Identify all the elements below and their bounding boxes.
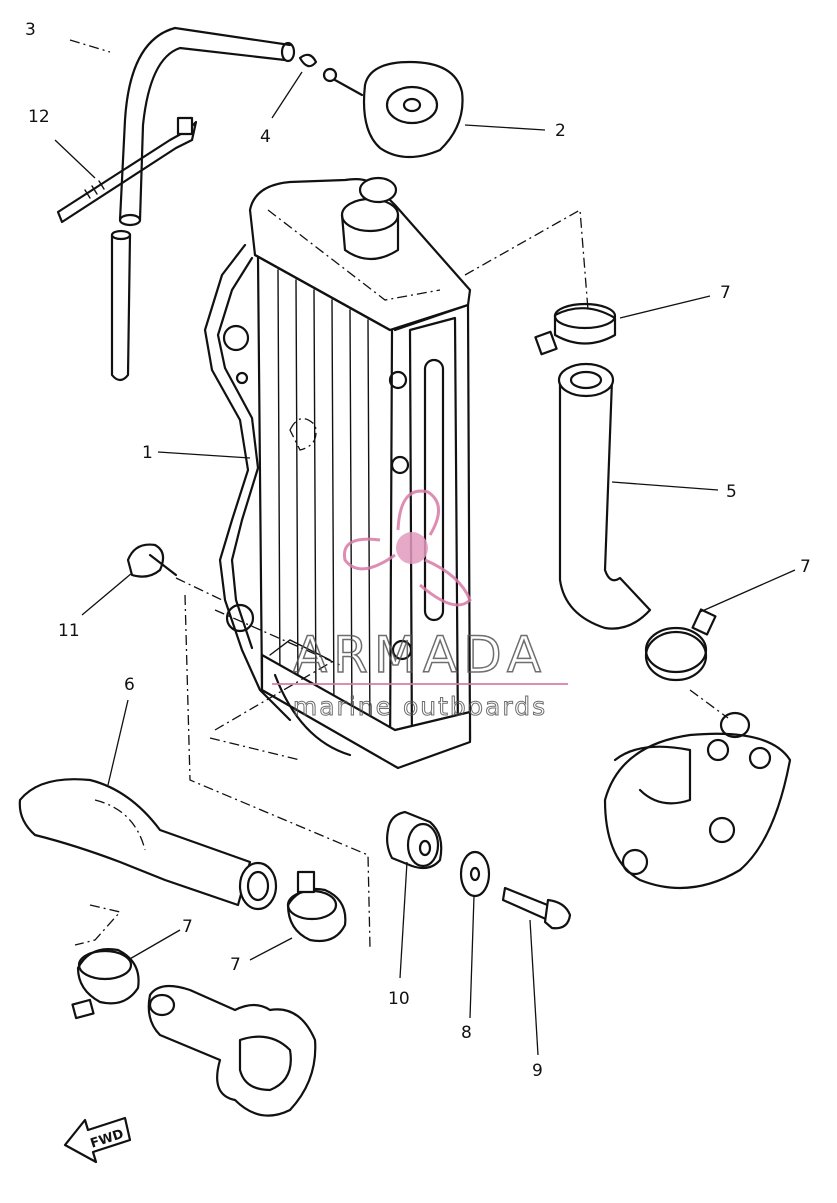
breather-hose <box>110 26 318 382</box>
hose-clamp-mid <box>644 608 717 682</box>
callout-3: 3 <box>25 20 36 40</box>
radiator <box>203 176 472 770</box>
watermark: ARMADA marine outboards <box>272 489 568 722</box>
callout-8: 8 <box>461 1023 472 1043</box>
assembly-lines <box>69 39 729 949</box>
grommet <box>386 810 443 870</box>
callout-12: 12 <box>28 107 50 127</box>
bolt <box>501 886 572 930</box>
cylinder-head <box>603 711 792 890</box>
leader-lines <box>54 71 796 1056</box>
watermark-tagline: marine outboards <box>293 692 547 721</box>
hose-clamp-lower-right <box>286 870 347 943</box>
upper-hose <box>557 362 652 630</box>
callout-1: 1 <box>142 443 153 463</box>
callout-7a: 7 <box>720 283 731 303</box>
washer <box>459 850 491 898</box>
rubber-mount <box>126 543 178 578</box>
callout-9: 9 <box>532 1061 543 1081</box>
fwd-arrow: FWD <box>63 1116 132 1164</box>
callout-4: 4 <box>260 127 271 147</box>
callout-11: 11 <box>58 621 80 641</box>
callout-5: 5 <box>726 482 737 502</box>
radiator-cap <box>322 60 464 159</box>
watermark-logo-icon <box>342 489 472 607</box>
callout-10: 10 <box>388 989 410 1009</box>
watermark-brand: ARMADA <box>293 626 547 684</box>
callout-7d: 7 <box>230 955 241 975</box>
callouts: 1 2 3 4 5 6 7 7 7 7 8 9 10 11 12 <box>25 20 811 1081</box>
cable-tie <box>56 116 198 224</box>
lower-hose <box>18 778 278 911</box>
callout-7b: 7 <box>800 557 811 577</box>
hose-clamp-lower-left <box>71 948 140 1020</box>
hose-clamp-upper <box>534 302 617 356</box>
callout-6: 6 <box>124 675 135 695</box>
water-pump-cover <box>147 984 317 1117</box>
callout-7c: 7 <box>182 917 193 937</box>
callout-2: 2 <box>555 121 566 141</box>
